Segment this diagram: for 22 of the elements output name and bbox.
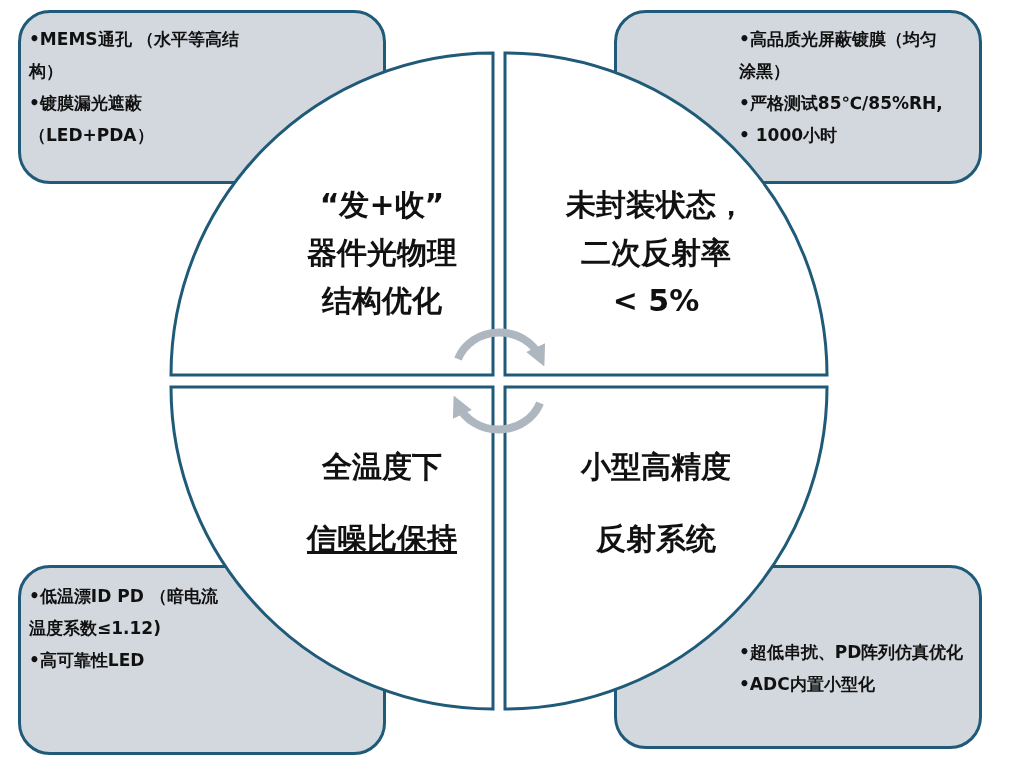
segment-label: 器件光物理 <box>307 234 457 272</box>
bullet-item: •超低串扰、PD阵列仿真优化 <box>739 641 964 664</box>
bullet-item: • 1000小时 <box>739 124 839 147</box>
segment-label: 未封装状态， <box>566 186 746 224</box>
bullet-item: •严格测试85℃/85%RH, <box>739 92 944 115</box>
bullet-item: •ADC内置小型化 <box>739 673 876 696</box>
segment-label: 全温度下 <box>322 448 442 486</box>
curved-arrow <box>454 328 545 367</box>
segment-label: 小型高精度 <box>581 448 731 486</box>
bullet-item: •高品质光屏蔽镀膜（均匀涂黑） <box>739 28 938 83</box>
bullet-item: •高可靠性LED <box>29 649 146 672</box>
segment-label: < 5% <box>612 282 700 320</box>
segment-label: 信噪比保持 <box>307 520 457 558</box>
segment-label: 反射系统 <box>596 520 716 558</box>
segment-label: 结构优化 <box>322 282 442 320</box>
segment-label: 二次反射率 <box>581 234 731 272</box>
bullet-item: •MEMS通孔 （水平等高结构） <box>29 28 241 83</box>
curved-arrow <box>453 395 544 434</box>
bullet-item: •低温漂ID PD （暗电流温度系数≤1.12) <box>29 585 219 640</box>
segment-label: “发+收” <box>319 186 445 224</box>
quadrant-segment <box>171 53 493 375</box>
bullet-item: •镀膜漏光遮蔽（LED+PDA） <box>29 92 155 147</box>
